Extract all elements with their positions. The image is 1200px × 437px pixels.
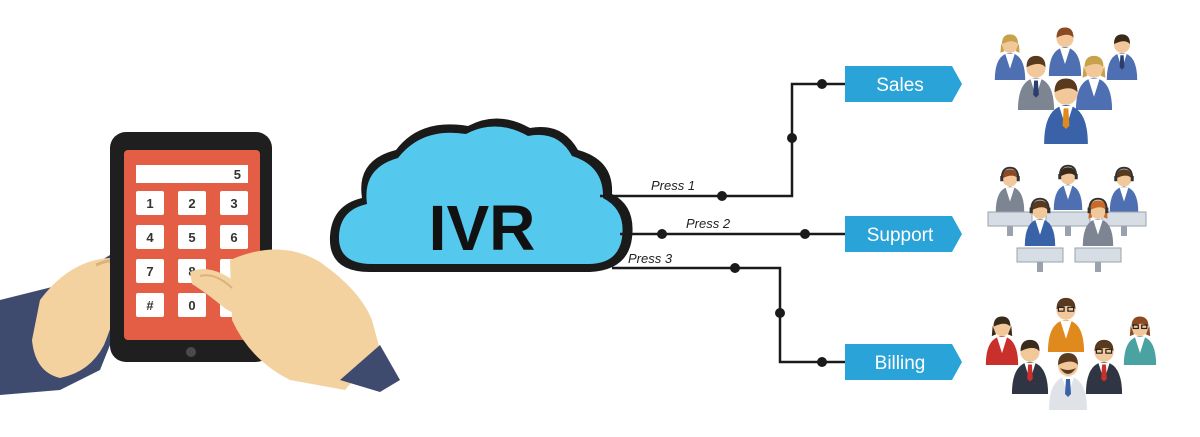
press-label-3: Press 3 <box>628 251 673 266</box>
phone-display-digit: 5 <box>234 167 241 182</box>
keypad-key: 4 <box>136 225 164 249</box>
keypad-key: 0 <box>178 293 206 317</box>
person-icon <box>1047 297 1085 352</box>
person-icon <box>1123 316 1157 365</box>
keypad-key: 1 <box>136 191 164 215</box>
keypad-key: 5 <box>178 225 206 249</box>
destination-billing-label: Billing <box>875 353 926 374</box>
left-hand-icon <box>0 255 135 395</box>
phone-with-hands-icon: 5 123456789#0 <box>0 132 400 395</box>
connector-billing <box>612 266 845 364</box>
cloud-icon <box>329 118 633 273</box>
keypad-key: 2 <box>178 191 206 215</box>
desk-icon <box>987 211 1033 236</box>
person-icon <box>985 316 1019 365</box>
connector-sales <box>600 82 845 198</box>
keypad-key: # <box>136 293 164 317</box>
business-team-icon <box>994 27 1138 144</box>
keypad-key: 6 <box>220 225 248 249</box>
person-icon <box>1011 339 1049 394</box>
keypad-key-label: 2 <box>188 196 195 211</box>
person-icon <box>1017 55 1055 110</box>
keypad-key-label: 3 <box>230 196 237 211</box>
person-icon <box>1082 197 1114 246</box>
person-icon <box>1049 353 1087 410</box>
person-icon <box>1075 55 1113 110</box>
desk-icon <box>1074 247 1122 272</box>
person-icon <box>1109 166 1139 212</box>
keypad-key-label: 6 <box>230 230 237 245</box>
desk-icon <box>1016 247 1064 272</box>
destination-support: Support <box>845 216 962 252</box>
phone-display <box>136 165 248 183</box>
office-staff-icon <box>985 297 1157 410</box>
desk-icon <box>1101 211 1147 236</box>
person-icon <box>1106 34 1138 80</box>
keypad-key-label: 7 <box>146 264 153 279</box>
press-label-2: Press 2 <box>686 216 731 231</box>
destination-sales-label: Sales <box>876 75 924 96</box>
person-icon <box>1044 78 1088 144</box>
destination-support-label: Support <box>867 225 934 246</box>
cloud-label: IVR <box>429 192 536 264</box>
person-icon <box>1024 197 1056 246</box>
press-label-1: Press 1 <box>651 178 695 193</box>
ivr-cloud: IVR <box>329 118 633 273</box>
keypad-key: 3 <box>220 191 248 215</box>
person-icon <box>1048 27 1082 76</box>
keypad-key-label: 4 <box>146 230 154 245</box>
keypad-key-label: 5 <box>188 230 195 245</box>
keypad-key: 7 <box>136 259 164 283</box>
person-icon <box>995 166 1025 212</box>
person-icon <box>994 34 1026 80</box>
keypad-key-label: 0 <box>188 298 195 313</box>
person-icon <box>1085 339 1123 394</box>
phone-home-button-icon <box>186 347 196 357</box>
keypad-key-label: 1 <box>146 196 153 211</box>
connector-dots <box>657 79 827 367</box>
person-icon <box>1053 164 1083 210</box>
desk-icon <box>1045 211 1091 236</box>
call-center-agents-icon <box>987 164 1147 272</box>
keypad-key-label: # <box>146 298 154 313</box>
right-hand-icon <box>190 249 400 392</box>
destination-billing: Billing <box>845 344 962 380</box>
destination-sales: Sales <box>845 66 962 102</box>
